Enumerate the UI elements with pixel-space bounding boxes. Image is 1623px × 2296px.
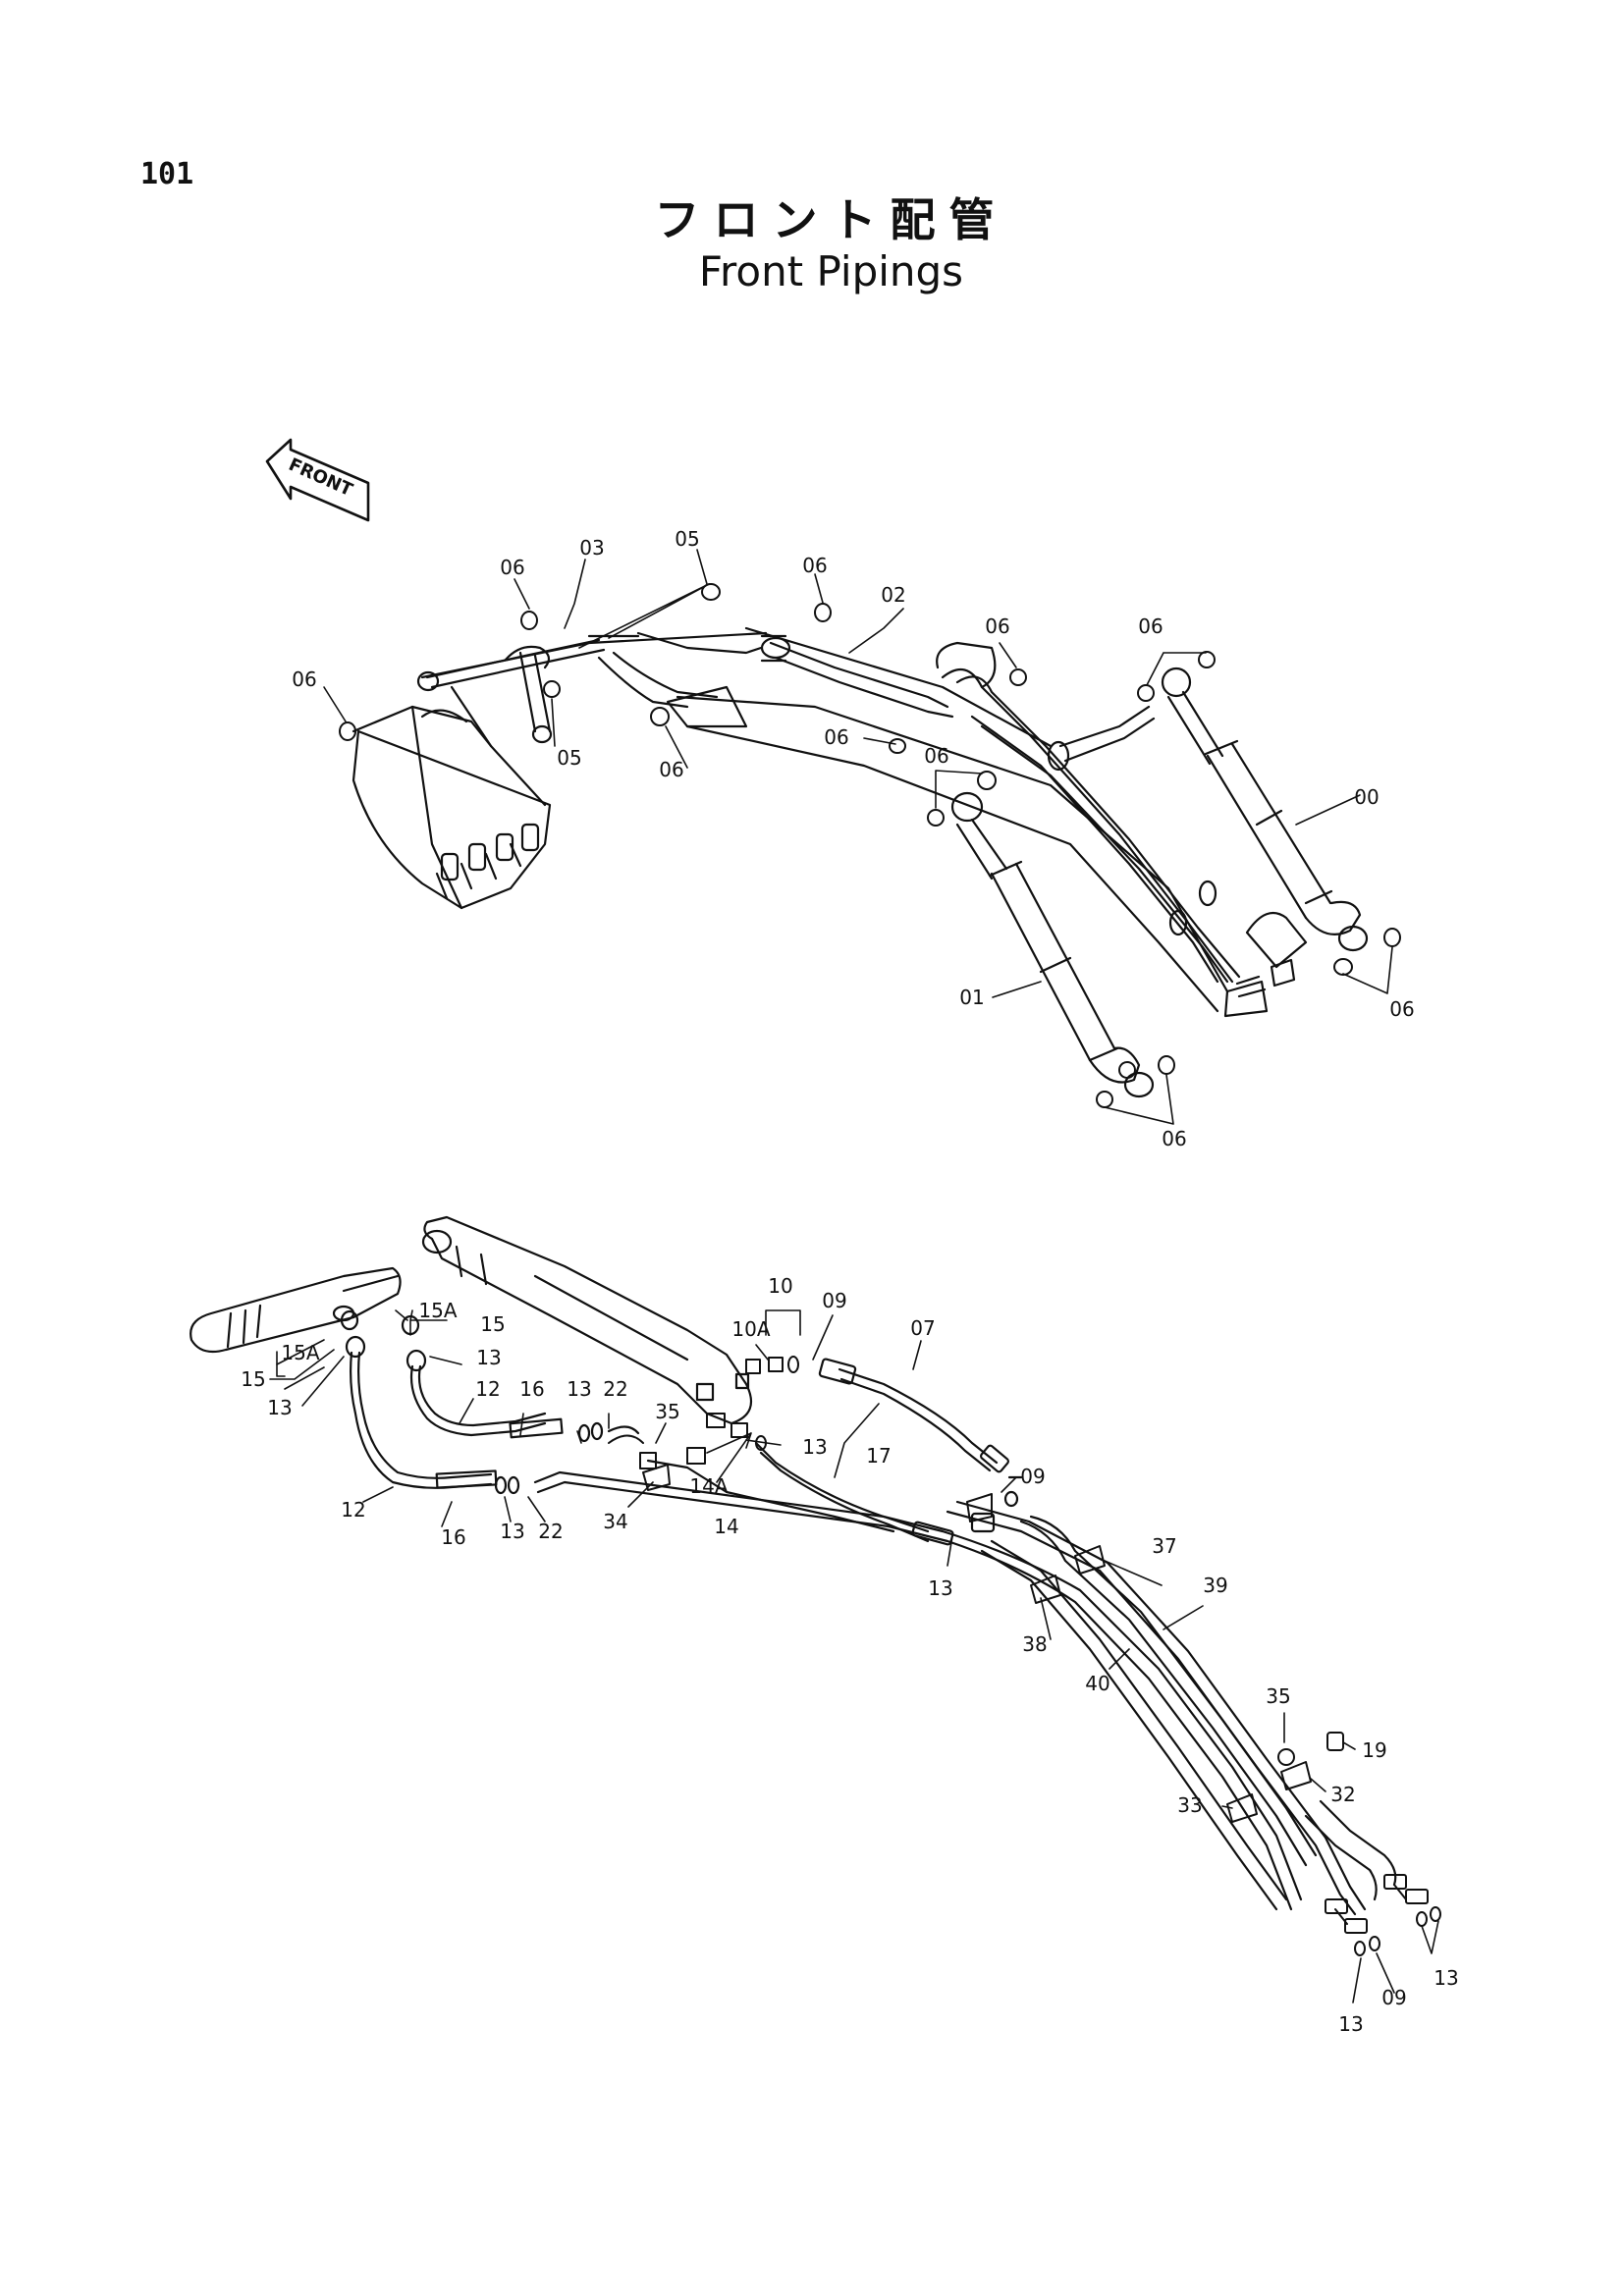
title-english: Front Pipings bbox=[698, 247, 964, 295]
label-lower-22-b: 22 bbox=[538, 1520, 564, 1543]
boom-pipes-drawing bbox=[936, 641, 1308, 984]
label-lower-13-h: 13 bbox=[1338, 2012, 1364, 2036]
label-lower-13-g: 13 bbox=[1434, 1966, 1459, 1990]
label-lower-10a: 10A bbox=[731, 1317, 771, 1341]
bucket-drawing bbox=[352, 685, 552, 910]
label-upper-06-i: 06 bbox=[1389, 997, 1415, 1021]
bucket-hoses-drawing bbox=[597, 631, 954, 719]
lower-leaders bbox=[269, 1309, 1439, 2003]
label-upper-01: 01 bbox=[959, 986, 985, 1009]
upper-leaders bbox=[323, 549, 1393, 1125]
title-japanese: フロント配管 bbox=[654, 193, 1008, 246]
label-lower-13-d: 13 bbox=[802, 1435, 828, 1459]
label-lower-13-c: 13 bbox=[567, 1377, 592, 1401]
label-upper-06-f: 06 bbox=[659, 758, 684, 781]
lower-hoses-left bbox=[340, 1309, 640, 1495]
label-lower-12-a: 12 bbox=[475, 1377, 501, 1401]
label-upper-00: 00 bbox=[1354, 785, 1380, 809]
label-lower-39: 39 bbox=[1203, 1574, 1228, 1597]
label-upper-06-j: 06 bbox=[1162, 1127, 1187, 1150]
label-upper-06-a: 06 bbox=[500, 556, 525, 579]
label-lower-07: 07 bbox=[910, 1316, 936, 1340]
label-lower-34: 34 bbox=[603, 1510, 628, 1533]
label-lower-09-a: 09 bbox=[822, 1289, 847, 1312]
label-lower-37: 37 bbox=[1152, 1534, 1177, 1558]
label-lower-14a: 14A bbox=[689, 1474, 729, 1498]
label-lower-15a-a: 15A bbox=[418, 1299, 458, 1322]
label-lower-16-a: 16 bbox=[519, 1377, 545, 1401]
label-lower-15-a: 15 bbox=[480, 1312, 506, 1336]
label-lower-19: 19 bbox=[1362, 1738, 1387, 1762]
lower-pipes-main bbox=[533, 1459, 1397, 1916]
label-upper-02: 02 bbox=[881, 583, 906, 607]
lower-fittings-mid bbox=[608, 1356, 799, 1469]
label-lower-38: 38 bbox=[1022, 1632, 1048, 1656]
label-lower-13-e: 13 bbox=[500, 1520, 525, 1543]
label-upper-03: 03 bbox=[579, 536, 605, 560]
label-lower-09-c: 09 bbox=[1381, 1986, 1407, 2009]
upper-nuts-drawing bbox=[339, 583, 1401, 1108]
label-upper-06-h: 06 bbox=[924, 744, 949, 768]
label-lower-13-b: 13 bbox=[267, 1396, 293, 1419]
arm-cylinder-drawing bbox=[1161, 667, 1369, 952]
front-arrow-icon bbox=[265, 438, 370, 522]
label-lower-12-b: 12 bbox=[341, 1498, 366, 1522]
label-upper-05-a: 05 bbox=[675, 527, 700, 551]
label-lower-22-a: 22 bbox=[603, 1377, 628, 1401]
label-lower-16-b: 16 bbox=[441, 1525, 466, 1549]
lower-clamps bbox=[642, 1464, 1312, 1823]
label-lower-33: 33 bbox=[1177, 1793, 1203, 1817]
label-lower-35-b: 35 bbox=[1266, 1684, 1291, 1708]
label-lower-15a-b: 15A bbox=[281, 1341, 320, 1364]
label-lower-35-a: 35 bbox=[655, 1400, 680, 1423]
page-number: 101 bbox=[140, 157, 194, 191]
label-upper-06-b: 06 bbox=[802, 554, 828, 577]
label-lower-13-a: 13 bbox=[476, 1346, 502, 1369]
lower-hoses-07-17 bbox=[754, 1358, 1023, 1546]
lower-fittings-right bbox=[1277, 1732, 1441, 1956]
label-lower-13-f: 13 bbox=[928, 1576, 953, 1600]
label-lower-10: 10 bbox=[768, 1274, 793, 1298]
label-upper-05-b: 05 bbox=[557, 746, 582, 770]
label-upper-06-e: 06 bbox=[292, 667, 317, 691]
label-lower-15-b: 15 bbox=[241, 1367, 266, 1391]
lower-cylinder-left bbox=[189, 1266, 402, 1354]
linkage-drawing bbox=[416, 634, 640, 744]
label-lower-32: 32 bbox=[1330, 1783, 1356, 1806]
label-upper-06-d: 06 bbox=[1138, 614, 1163, 638]
label-upper-06-g: 06 bbox=[824, 725, 849, 749]
label-lower-40: 40 bbox=[1085, 1672, 1110, 1695]
label-lower-14: 14 bbox=[714, 1515, 739, 1538]
boom-cylinder-drawing bbox=[950, 791, 1155, 1098]
label-upper-06-c: 06 bbox=[985, 614, 1010, 638]
label-lower-09-b: 09 bbox=[1020, 1465, 1046, 1488]
label-lower-17: 17 bbox=[866, 1444, 892, 1468]
